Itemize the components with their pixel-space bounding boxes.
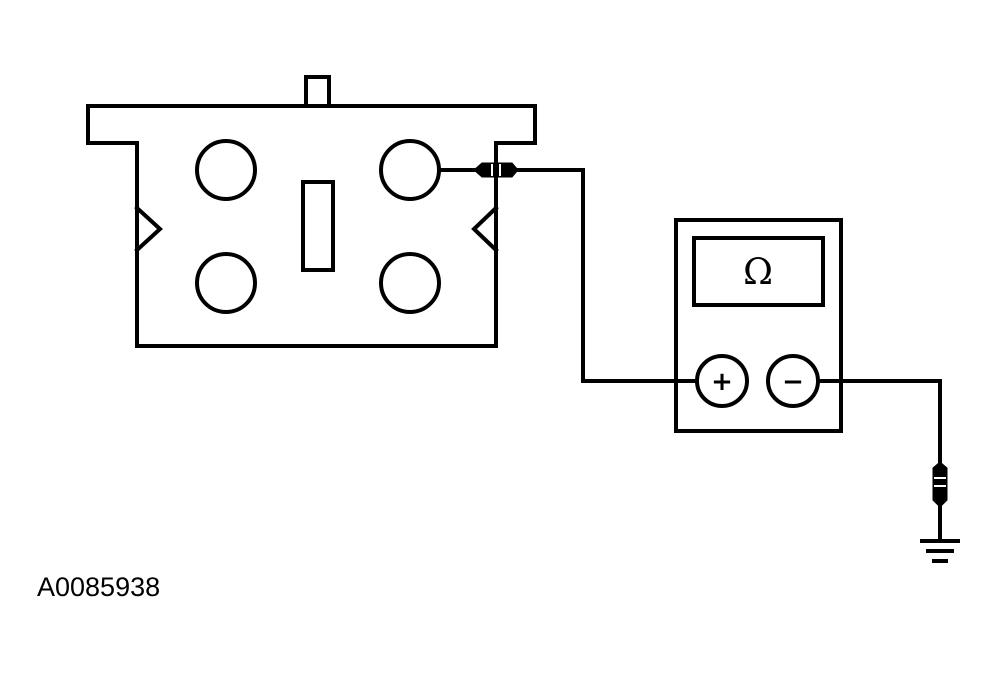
- test-probe-icon: [473, 162, 519, 178]
- negative-terminal-label: −: [782, 367, 804, 397]
- pin-top-left: [195, 139, 257, 201]
- component-body: [86, 75, 537, 348]
- center-slot: [301, 180, 335, 272]
- positive-lead-wire: [516, 168, 698, 383]
- ohm-symbol: Ω: [743, 252, 773, 293]
- ground-symbol-icon: [920, 505, 960, 563]
- meter-display: [692, 236, 825, 307]
- pin-top-right: [379, 139, 441, 201]
- positive-terminal: [695, 354, 749, 408]
- positive-terminal-label: +: [711, 367, 733, 397]
- figure-id-label: A0085938: [37, 572, 161, 602]
- component-top-nub: [304, 75, 331, 108]
- pin-bottom-right: [379, 252, 441, 314]
- pin-bottom-left: [195, 252, 257, 314]
- meter-body: [674, 218, 843, 433]
- ground-probe-icon: [932, 461, 948, 508]
- right-clip-icon: [471, 205, 499, 253]
- negative-lead-wire: [816, 379, 942, 468]
- ohmmeter: Ω + −: [674, 218, 843, 433]
- component-outline: [86, 104, 537, 348]
- left-clip-icon: [134, 205, 163, 253]
